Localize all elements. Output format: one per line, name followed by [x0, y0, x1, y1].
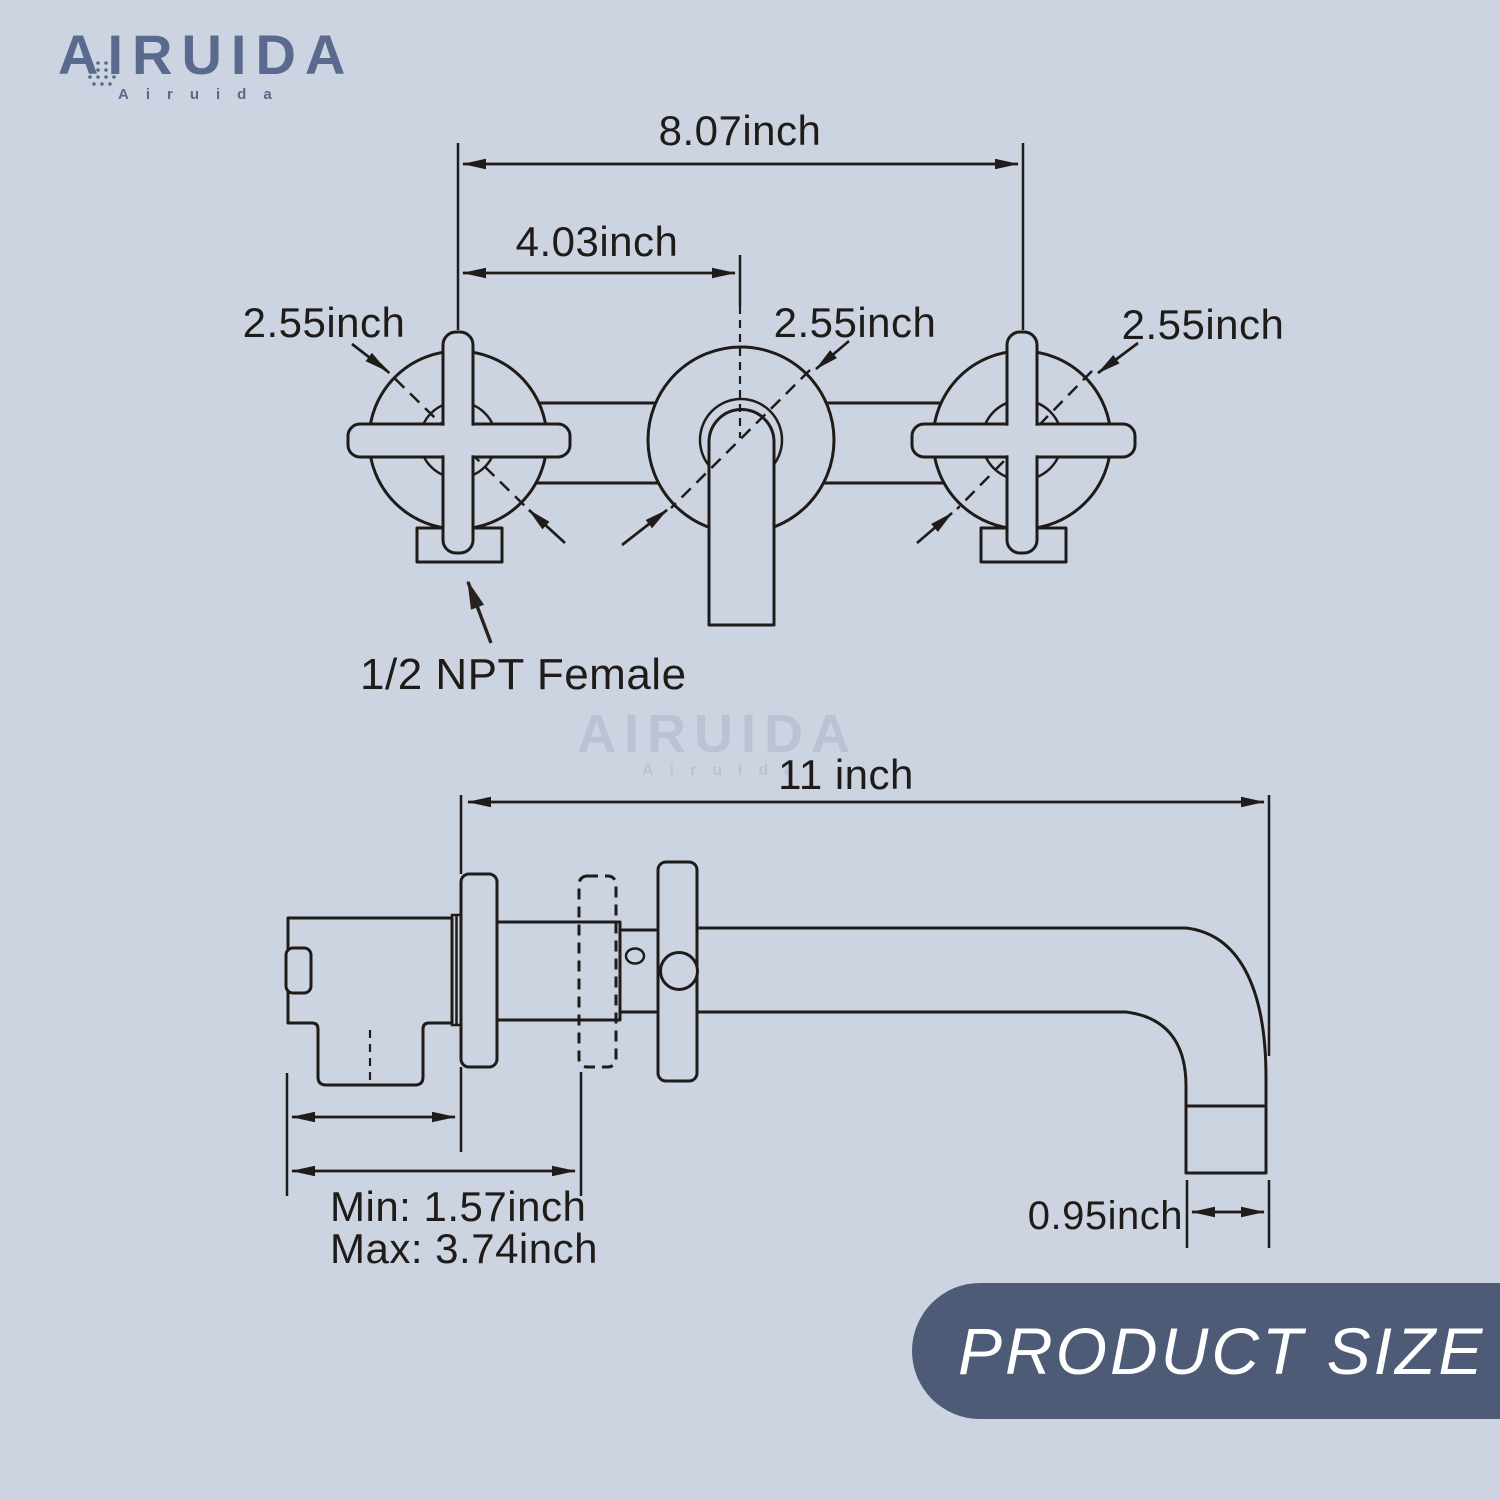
dim-label-total-length: 11 inch [778, 751, 914, 798]
shower-spray-icon [88, 61, 116, 86]
dim-label-center-escutcheon: 2.55inch [773, 299, 937, 346]
spout-front [707, 408, 776, 627]
npt-leader-arrow [466, 580, 493, 644]
front-view-drawing [346, 306, 1137, 627]
side-view-dimensions [285, 1072, 1271, 1248]
dim-label-left-escutcheon: 2.55inch [242, 299, 406, 346]
dim-label-wall-min: Min: 1.57inch [330, 1183, 587, 1230]
brand-logo-subtext: Airuida [118, 86, 289, 103]
left-cross-handle [346, 330, 572, 555]
product-size-banner-label: PRODUCT SIZE [958, 1314, 1486, 1388]
watermark-subbrand: Airuida [642, 762, 810, 779]
watermark-brand: AIRUIDA [577, 704, 858, 764]
cartridge-neck [618, 928, 660, 1014]
cartridge-housing [495, 920, 622, 1022]
right-cross-handle [910, 330, 1137, 555]
dim-label-spout-outlet: 0.95inch [1027, 1194, 1183, 1238]
dim-label-handle-to-spout: 4.03inch [515, 218, 679, 265]
valve-body-port [284, 946, 313, 995]
dim-label-wall-max: Max: 3.74inch [330, 1225, 598, 1272]
handle-pivot [659, 951, 699, 991]
front-view-dimensions [351, 143, 1139, 644]
spout-side [688, 926, 1268, 1175]
dim-label-overall-width: 8.07inch [658, 107, 822, 154]
flange-max-position-dashed [577, 874, 618, 1069]
side-view-drawing [284, 795, 1271, 1175]
valve-body [286, 916, 454, 1087]
product-size-banner: PRODUCT SIZE [912, 1283, 1500, 1419]
set-screw [624, 947, 646, 965]
wall-flange [459, 872, 499, 1069]
inlet-note-label: 1/2 NPT Female [360, 650, 687, 699]
center-diameter-dashed-line [670, 369, 811, 509]
dim-label-right-escutcheon: 2.55inch [1121, 301, 1285, 348]
